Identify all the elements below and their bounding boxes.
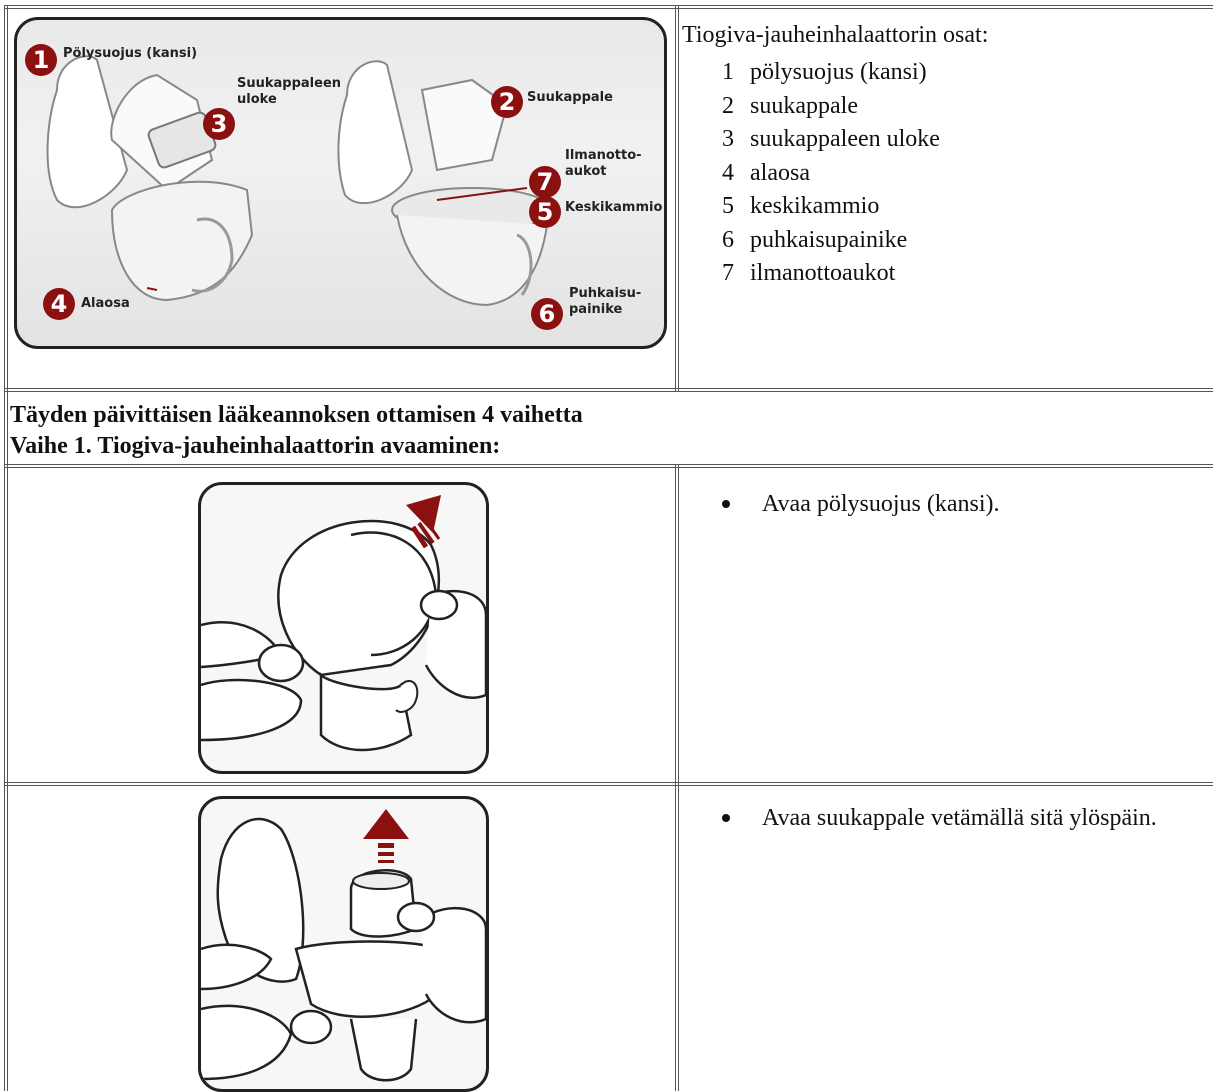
open-mouthpiece-illustration (201, 799, 486, 1089)
column-divider-bottom (675, 464, 679, 1091)
bullet-icon (722, 500, 730, 508)
callout-badge-2: 2 (491, 86, 523, 118)
step-open-cap-figure (198, 482, 489, 774)
bullet-icon (722, 814, 730, 822)
callout-label-4: Alaosa (81, 296, 130, 312)
table-border-top (4, 5, 1213, 9)
document-page: 1 Pölysuojus (kansi) 3 Suukappaleen ulok… (4, 5, 1213, 1091)
step-open-mouthpiece-figure (198, 796, 489, 1092)
row-divider-3 (4, 782, 1213, 786)
callout-badge-7: 7 (529, 166, 561, 198)
row-divider-2 (4, 464, 1213, 468)
callout-label-2: Suukappale (527, 90, 613, 106)
table-border-left (4, 5, 8, 1091)
callout-label-5: Keskikammio (565, 200, 662, 216)
callout-badge-5: 5 (529, 196, 561, 228)
callout-label-6: Puhkaisu-painike (569, 286, 629, 318)
inhaler-parts-figure: 1 Pölysuojus (kansi) 3 Suukappaleen ulok… (14, 17, 667, 349)
open-cap-illustration (201, 485, 486, 771)
row-divider-1 (4, 388, 1213, 392)
callout-label-1: Pölysuojus (kansi) (63, 46, 197, 62)
callout-badge-3: 3 (203, 108, 235, 140)
callout-badge-4: 4 (43, 288, 75, 320)
section-subheading: Vaihe 1. Tiogiva-jauheinhalaattorin avaa… (10, 433, 500, 460)
callout-badge-1: 1 (25, 44, 57, 76)
callout-badge-6: 6 (531, 298, 563, 330)
parts-title: Tiogiva-jauheinhalaattorin osat: (682, 22, 988, 49)
section-heading: Täyden päivittäisen lääkeannoksen ottami… (10, 402, 583, 429)
column-divider-top (675, 5, 679, 391)
callout-label-7: Ilmanotto-aukot (565, 148, 635, 180)
callout-label-3: Suukappaleen uloke (237, 76, 337, 108)
